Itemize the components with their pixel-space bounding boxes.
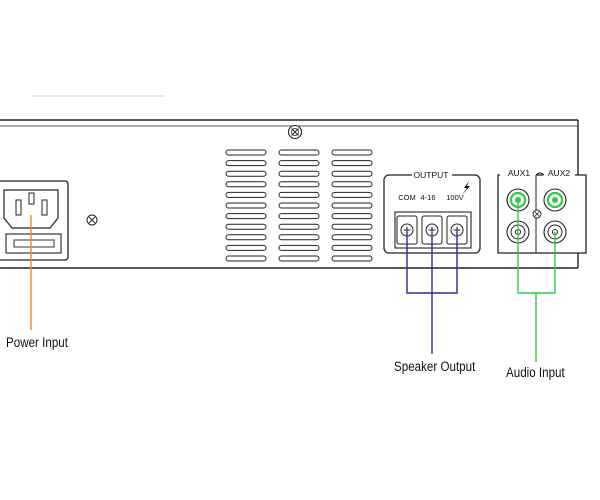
rear-panel	[0, 119, 579, 269]
vent-slot	[331, 255, 373, 262]
vent-slot	[225, 160, 267, 167]
vent-slot	[331, 181, 373, 188]
vent-slot	[225, 244, 267, 251]
inlet-screw-icon	[86, 214, 98, 226]
vent-slot	[278, 202, 320, 209]
com-label: COM	[398, 193, 416, 202]
vent-slot	[331, 149, 373, 156]
audio-input-label: Audio Input	[506, 365, 565, 380]
voltage-label: 100V	[446, 193, 464, 202]
vent-slot	[278, 181, 320, 188]
vent-slot	[331, 191, 373, 198]
aux1-label: AUX1	[508, 168, 530, 178]
aux2-label: AUX2	[548, 168, 570, 178]
high-voltage-icon	[462, 181, 470, 195]
vent-slot	[278, 223, 320, 230]
impedance-label: 4-16	[420, 193, 435, 202]
vent-slot	[331, 170, 373, 177]
vent-slot	[278, 244, 320, 251]
speaker-output-label: Speaker Output	[394, 359, 476, 374]
speaker-leader-lines	[406, 232, 458, 354]
vent-slot	[331, 213, 373, 220]
vent-slot	[225, 181, 267, 188]
vent-slot	[278, 234, 320, 241]
vent-slot	[225, 149, 267, 156]
vent-slot	[225, 202, 267, 209]
vent-slot	[278, 191, 320, 198]
vent-slot	[278, 170, 320, 177]
top-screw-icon	[287, 124, 303, 140]
power-inlet	[0, 180, 69, 261]
ventilation-grille	[225, 149, 373, 262]
vent-slot	[278, 255, 320, 262]
output-label: OUTPUT	[414, 170, 449, 180]
vent-slot	[278, 160, 320, 167]
vent-slot	[331, 234, 373, 241]
audio-input-block: AUX1 AUX2	[497, 166, 587, 254]
aux-screw-icon	[532, 209, 542, 219]
power-input-label: Power Input	[6, 335, 68, 350]
vent-slot	[225, 255, 267, 262]
vent-slot	[225, 223, 267, 230]
audio-leader-lines	[517, 202, 556, 362]
vent-slot	[225, 234, 267, 241]
vent-slot	[278, 213, 320, 220]
vent-slot	[331, 160, 373, 167]
vent-slot	[225, 170, 267, 177]
vent-slot	[225, 191, 267, 198]
vent-slot	[331, 244, 373, 251]
vent-slot	[278, 149, 320, 156]
vent-slot	[331, 223, 373, 230]
vent-slot	[331, 202, 373, 209]
vent-slot	[225, 213, 267, 220]
